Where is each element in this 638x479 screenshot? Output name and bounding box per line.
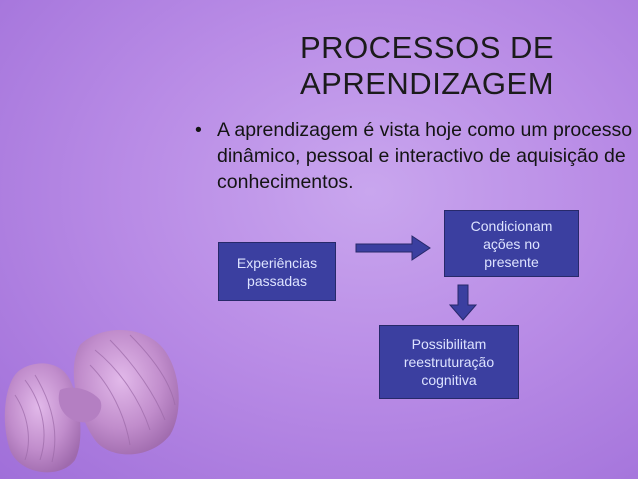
arrow-down-icon xyxy=(448,284,478,321)
bullet-text: A aprendizagem é vista hoje como um proc… xyxy=(217,119,633,193)
box-experiencias-label: Experiências passadas xyxy=(236,254,318,289)
box-possibilitam-label: Possibilitam reestruturação cognitiva xyxy=(403,336,495,388)
arrow-right-icon xyxy=(355,235,431,261)
title-line-1: PROCESSOS DE xyxy=(300,30,555,65)
brain-muscle-illustration xyxy=(4,330,179,473)
bullet-marker: • xyxy=(195,119,202,141)
title-line-2: APRENDIZAGEM xyxy=(300,66,555,101)
box-condicionam-label: Condicionam ações no presente xyxy=(470,217,553,270)
bullet-point: • A aprendizagem é vista hoje como um pr… xyxy=(195,117,637,195)
box-condicionam-acoes: Condicionam ações no presente xyxy=(444,210,579,277)
box-possibilitam-reestruturacao: Possibilitam reestruturação cognitiva xyxy=(379,325,519,399)
box-experiencias-passadas: Experiências passadas xyxy=(218,242,336,301)
slide-title: PROCESSOS DE APRENDIZAGEM xyxy=(300,30,620,102)
